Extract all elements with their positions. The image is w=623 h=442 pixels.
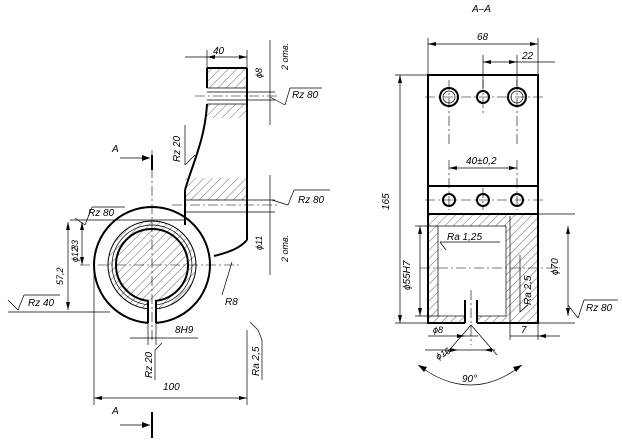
dim-bottom-hole: ϕ8 7: [428, 323, 560, 340]
dim-22-label: 22: [521, 51, 534, 62]
roughness-bottom: Rz 20: [144, 342, 163, 380]
section-marker-top: A: [111, 144, 153, 170]
ra25-left-label: Ra 2,5: [251, 346, 262, 376]
roughness-top-right: Rz 80: [269, 87, 322, 106]
rz80-mid-label: Rz 80: [298, 195, 325, 206]
dim-phi11-count: 2 отв.: [280, 235, 290, 263]
dim-57-label: 57,2: [55, 267, 65, 285]
r8-label: R8: [225, 297, 238, 308]
clamp-ring: [80, 150, 240, 340]
arm-web: [172, 103, 278, 257]
section-title: A–A: [471, 4, 491, 15]
rz80-right-label: Rz 80: [586, 303, 613, 314]
roughness-inner: Ra 1,25: [439, 232, 500, 251]
rz80-left-label: Rz 80: [88, 208, 115, 219]
roughness-left-mid: Rz 40: [7, 294, 110, 313]
dim-angle: 90°: [417, 324, 523, 386]
dim-phi8-bottom-label: ϕ8: [433, 325, 443, 335]
top-flange: [195, 67, 280, 240]
dim-165: 165: [381, 74, 428, 324]
roughness-bottom-right: Ra 2,5: [249, 321, 263, 380]
section-label-bottom: A: [111, 406, 119, 417]
dim-top-width: 40: [185, 46, 248, 68]
dim-7-label: 7: [521, 325, 527, 336]
roughness-vertical: Rz 20: [172, 125, 196, 166]
rz20-vertical-label: Rz 20: [172, 135, 183, 162]
dim-bottom-hole: ϕ11 2 отв.: [247, 175, 290, 275]
roughness-left-top: Rz 80: [70, 206, 185, 226]
ra25-right-label: Ra 2,5: [523, 275, 534, 305]
ra125-label: Ra 1,25: [447, 232, 482, 243]
section-body: [420, 74, 560, 345]
right-view: A–A: [381, 4, 618, 386]
top-hole-row: [425, 80, 545, 145]
dim-bore-label: ϕ55H7: [402, 260, 413, 290]
roughness-right: Rz 80: [567, 299, 618, 319]
dim-phi70-label: ϕ70: [550, 258, 561, 275]
dim-radius: R8: [221, 261, 238, 308]
dim-phi16-label: ϕ16: [434, 346, 452, 362]
dim-pitch-label: 40±0,2: [466, 156, 497, 167]
dim-40-label: 40: [213, 46, 225, 57]
dim-heights: 33 57,2 ϕ12: [55, 222, 84, 310]
section-label-top: A: [111, 144, 119, 155]
dim-overall-width: 100: [93, 270, 248, 405]
dim-bore: ϕ55H7: [402, 225, 438, 317]
left-view: A A 40 ϕ8 2 отв.: [7, 40, 330, 438]
rz40-label: Rz 40: [28, 298, 55, 309]
rz80-top-label: Rz 80: [292, 90, 319, 101]
dim-22: 22: [482, 51, 555, 88]
dim-phi11-label: ϕ11: [254, 236, 264, 250]
section-marker-bottom: A: [111, 406, 153, 438]
dim-68-label: 68: [477, 32, 489, 43]
dim-outer: ϕ70: [538, 213, 575, 324]
dim-bolt-hole: ϕ8 2 отв.: [247, 40, 290, 125]
dim-8h9-label: 8H9: [175, 325, 194, 336]
dim-slot: 8H9: [130, 323, 198, 345]
dim-165-label: 165: [381, 193, 392, 210]
dim-angle-label: 90°: [462, 374, 477, 385]
roughness-side: Ra 2,5: [519, 255, 534, 313]
dim-counterbore: ϕ16: [425, 346, 495, 362]
roughness-mid-right: Rz 80: [271, 189, 330, 206]
dim-pitch: 40±0,2: [449, 156, 517, 170]
dim-phi8-count: 2 отв.: [280, 43, 290, 71]
dim-100-label: 100: [163, 382, 180, 393]
rz20-bottom-label: Rz 20: [144, 351, 155, 378]
dim-68: 68: [427, 32, 539, 75]
dim-phi8-label: ϕ8: [254, 68, 264, 78]
dim-phi12-label: ϕ12: [70, 247, 80, 262]
dim-33-label: 33: [70, 240, 80, 250]
